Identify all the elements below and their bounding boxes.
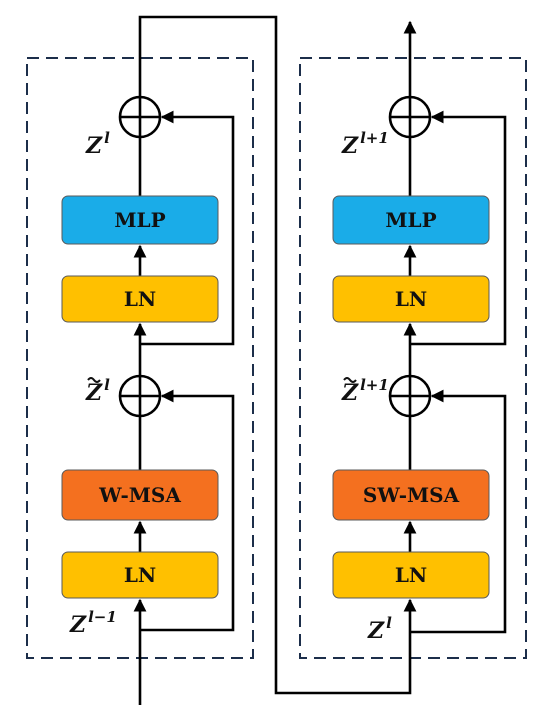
inter-block-connector	[138, 15, 412, 695]
left-mlp-box: MLP	[61, 195, 219, 245]
left-ln-bottom-label: LN	[124, 563, 156, 587]
right-skip-1	[410, 389, 507, 634]
left-ln-bottom-box: LN	[61, 551, 219, 599]
svg-text:Zl+1: Zl+1	[341, 376, 389, 406]
right-add-node-bottom	[388, 374, 432, 418]
right-mlp-label: MLP	[385, 208, 436, 232]
right-add-node-top	[388, 95, 432, 139]
svg-text:Zl: Zl	[85, 129, 110, 159]
svg-text:Zl+1: Zl+1	[341, 129, 389, 159]
right-ln-top-label: LN	[395, 287, 427, 311]
left-wmsa-box: W-MSA	[61, 469, 219, 521]
left-ln-top-label: LN	[124, 287, 156, 311]
right-ln-top-box: LN	[332, 275, 490, 323]
left-add-node-bottom	[118, 374, 162, 418]
right-swmsa-box: SW-MSA	[332, 469, 490, 521]
left-skip-2	[140, 110, 235, 346]
right-skip-2	[410, 110, 507, 346]
svg-text:Zl: Zl	[367, 614, 392, 644]
right-ln-bottom-label: LN	[395, 563, 427, 587]
right-ln-bottom-box: LN	[332, 551, 490, 599]
left-add-node-top	[118, 95, 162, 139]
left-ln-top-box: LN	[61, 275, 219, 323]
right-block-frame	[299, 57, 527, 659]
right-mlp-box: MLP	[332, 195, 490, 245]
left-skip-1	[140, 389, 235, 632]
right-swmsa-label: SW-MSA	[363, 483, 460, 507]
left-wmsa-label: W-MSA	[98, 483, 181, 507]
left-mlp-label: MLP	[114, 208, 165, 232]
svg-text:Zl−1: Zl−1	[69, 608, 117, 638]
svg-text:Zl: Zl	[85, 376, 110, 406]
